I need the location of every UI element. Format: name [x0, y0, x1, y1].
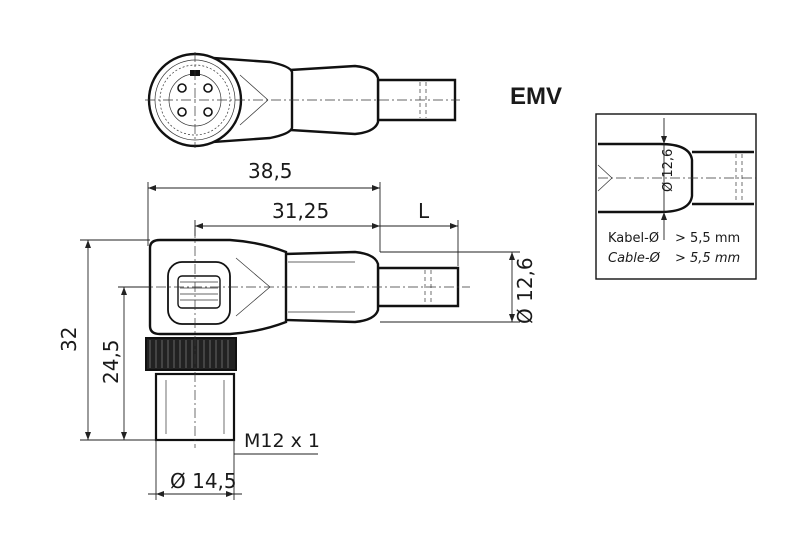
pin-4-icon [203, 107, 213, 117]
detail-diameter: Ø 12,6 [661, 149, 676, 192]
dim-nut-diameter: Ø 14,5 [170, 469, 237, 493]
dim-height-inner: 24,5 [99, 339, 123, 384]
side-window [167, 261, 231, 325]
dim-height-total: 32 [57, 327, 81, 352]
cable-value: > 5,5 mm [675, 251, 740, 266]
cable-label: Cable-Ø [608, 251, 661, 266]
top-view [145, 52, 460, 148]
dim-inner-length: 31,25 [272, 199, 329, 223]
dimension-lines [80, 182, 520, 500]
knurled-nut [145, 337, 237, 371]
kabel-label: Kabel-Ø [608, 231, 659, 246]
detail-cable [692, 150, 754, 206]
emv-label: EMV [510, 83, 562, 110]
detail-box: Ø 12,6 Kabel-Ø > 5,5 mm Cable-Ø > 5,5 mm [595, 113, 757, 280]
dim-cable-length: L [418, 199, 430, 223]
side-view [120, 228, 470, 448]
dim-overall-length: 38,5 [248, 159, 293, 183]
kabel-value: > 5,5 mm [675, 231, 740, 246]
dim-thread: M12 x 1 [244, 430, 320, 452]
pin-3-icon [177, 107, 187, 117]
pin-2-icon [203, 83, 213, 93]
dim-cable-diameter: Ø 12,6 [513, 257, 537, 324]
pin-1-icon [177, 83, 187, 93]
